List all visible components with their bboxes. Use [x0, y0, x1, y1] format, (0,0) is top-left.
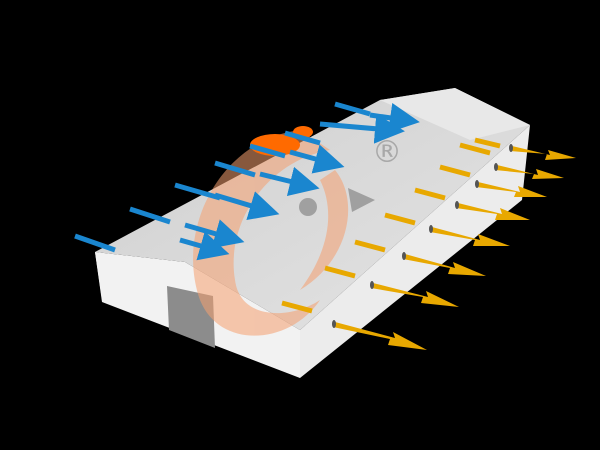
- outflow-arrows: [281, 137, 576, 350]
- inflow-arrow-inside: [214, 191, 280, 221]
- inflow-arrow: [74, 233, 116, 253]
- inflow-arrow: [129, 206, 171, 225]
- watermark-logo: [193, 130, 349, 336]
- roof-ridge: [380, 88, 530, 140]
- outflow-arrow: [456, 203, 530, 220]
- outflow-arrow: [333, 322, 427, 350]
- logo-swirl: [193, 130, 330, 336]
- inflow-arrow-inside: [179, 231, 230, 261]
- side-wall: [300, 125, 530, 378]
- outflow-arrow: [476, 182, 547, 197]
- logo-beak: [348, 188, 375, 212]
- inflow-arrows: [74, 101, 420, 261]
- outflow-arrow: [403, 254, 486, 276]
- inflow-arrow-inside: [184, 219, 245, 249]
- inflow-arrow: [249, 143, 286, 159]
- inflow-arrow-inside: [319, 113, 405, 144]
- outflow-arrow: [430, 227, 510, 246]
- outflow-arrow: [371, 283, 459, 307]
- outflow-arrow: [495, 165, 564, 179]
- inflow-arrow: [284, 130, 321, 146]
- logo-dot: [299, 198, 317, 216]
- inflow-arrow: [174, 182, 221, 201]
- inflow-arrow: [334, 101, 371, 117]
- inflow-arrow-inside: [259, 166, 320, 197]
- inflow-arrow: [214, 160, 256, 178]
- inflow-arrow-inside: [289, 144, 345, 174]
- registered-mark: ®: [372, 135, 402, 170]
- inflow-arrow-inside: [369, 103, 420, 133]
- logo-eye: [300, 170, 349, 290]
- outflow-arrow: [510, 146, 576, 160]
